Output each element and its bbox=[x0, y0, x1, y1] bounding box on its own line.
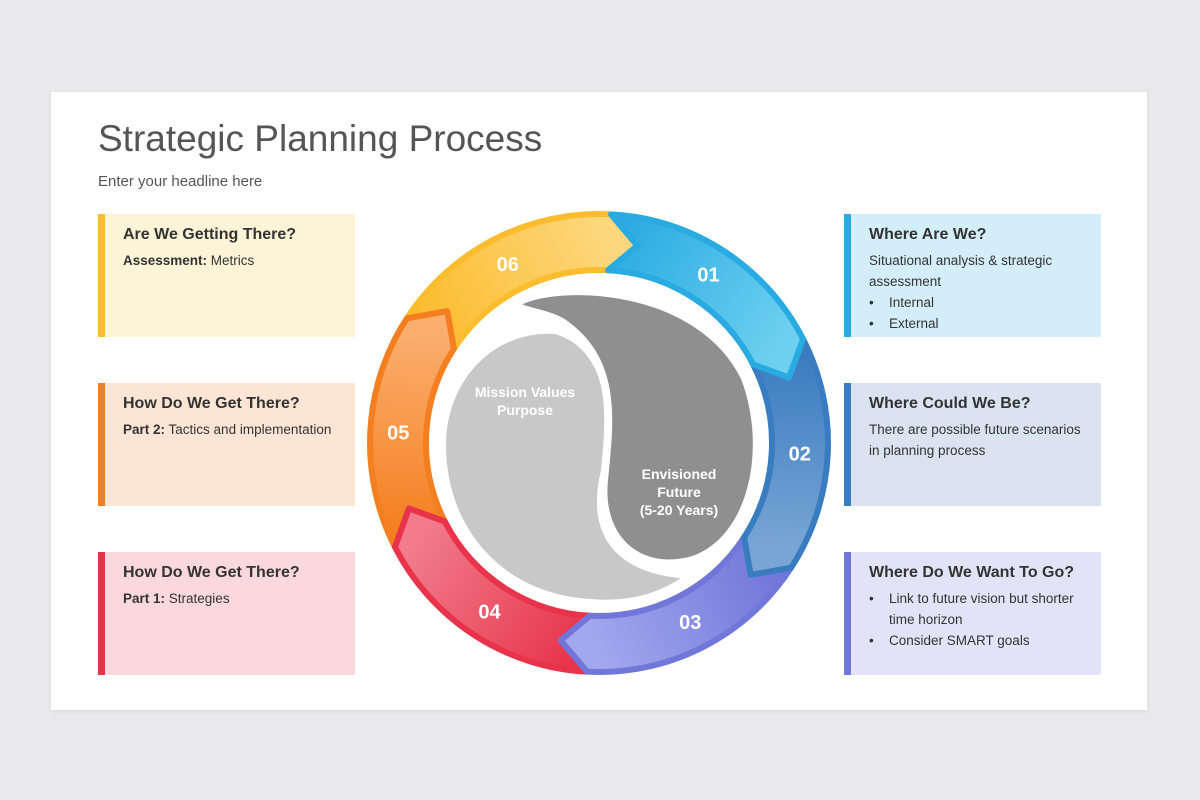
card-tactics: How Do We Get There? Part 2: Tactics and … bbox=[98, 383, 355, 506]
segment-number-04: 04 bbox=[478, 602, 501, 624]
segment-number-02: 02 bbox=[789, 444, 811, 466]
accent-bar bbox=[844, 552, 851, 675]
card-title: Are We Getting There? bbox=[123, 226, 297, 243]
bullet-item: External bbox=[869, 313, 1089, 334]
card-assessment: Are We Getting There? Assessment: Metrics bbox=[98, 214, 355, 337]
accent-bar bbox=[844, 383, 851, 506]
segment-number-01: 01 bbox=[697, 264, 719, 286]
bullet-item: Internal bbox=[869, 292, 1089, 313]
card-text: There are possible future scenarios in p… bbox=[869, 422, 1081, 458]
card-title: How Do We Get There? bbox=[123, 395, 300, 412]
card-where-do-we-want-to-go: Where Do We Want To Go? Link to future vi… bbox=[844, 552, 1101, 675]
card-text: Part 1: Strategies bbox=[123, 591, 230, 606]
card-where-could-we-be: Where Could We Be? There are possible fut… bbox=[844, 383, 1101, 506]
accent-bar bbox=[98, 214, 105, 337]
segment-number-03: 03 bbox=[679, 612, 701, 634]
cycle-segment-04 bbox=[391, 505, 593, 675]
card-text: Situational analysis & strategic assessm… bbox=[869, 253, 1053, 289]
accent-bar bbox=[844, 214, 851, 337]
card-title: How Do We Get There? bbox=[123, 564, 300, 581]
cycle-segment-05 bbox=[367, 308, 457, 550]
card-where-are-we: Where Are We? Situational analysis & stra… bbox=[844, 214, 1101, 337]
accent-bar bbox=[98, 552, 105, 675]
cycle-segment-03 bbox=[557, 534, 795, 675]
card-title: Where Are We? bbox=[869, 226, 987, 243]
bullet-item: Consider SMART goals bbox=[869, 630, 1089, 651]
card-text: Part 2: Tactics and implementation bbox=[123, 422, 332, 437]
center-right-shape bbox=[513, 287, 761, 568]
bullet-item: Link to future vision but shorter time h… bbox=[869, 588, 1089, 630]
card-title: Where Do We Want To Go? bbox=[869, 564, 1075, 581]
segment-number-05: 05 bbox=[387, 422, 409, 444]
card-text: Assessment: Metrics bbox=[123, 253, 255, 268]
page-title: Strategic Planning Process bbox=[98, 118, 543, 159]
accent-bar bbox=[98, 383, 105, 506]
card-title: Where Could We Be? bbox=[869, 395, 1031, 412]
segment-number-06: 06 bbox=[497, 254, 519, 276]
card-strategies: How Do We Get There? Part 1: Strategies bbox=[98, 552, 355, 675]
cycle-segment-01 bbox=[605, 211, 807, 381]
cycle-segment-02 bbox=[741, 336, 831, 578]
page-subtitle: Enter your headline here bbox=[98, 173, 263, 190]
